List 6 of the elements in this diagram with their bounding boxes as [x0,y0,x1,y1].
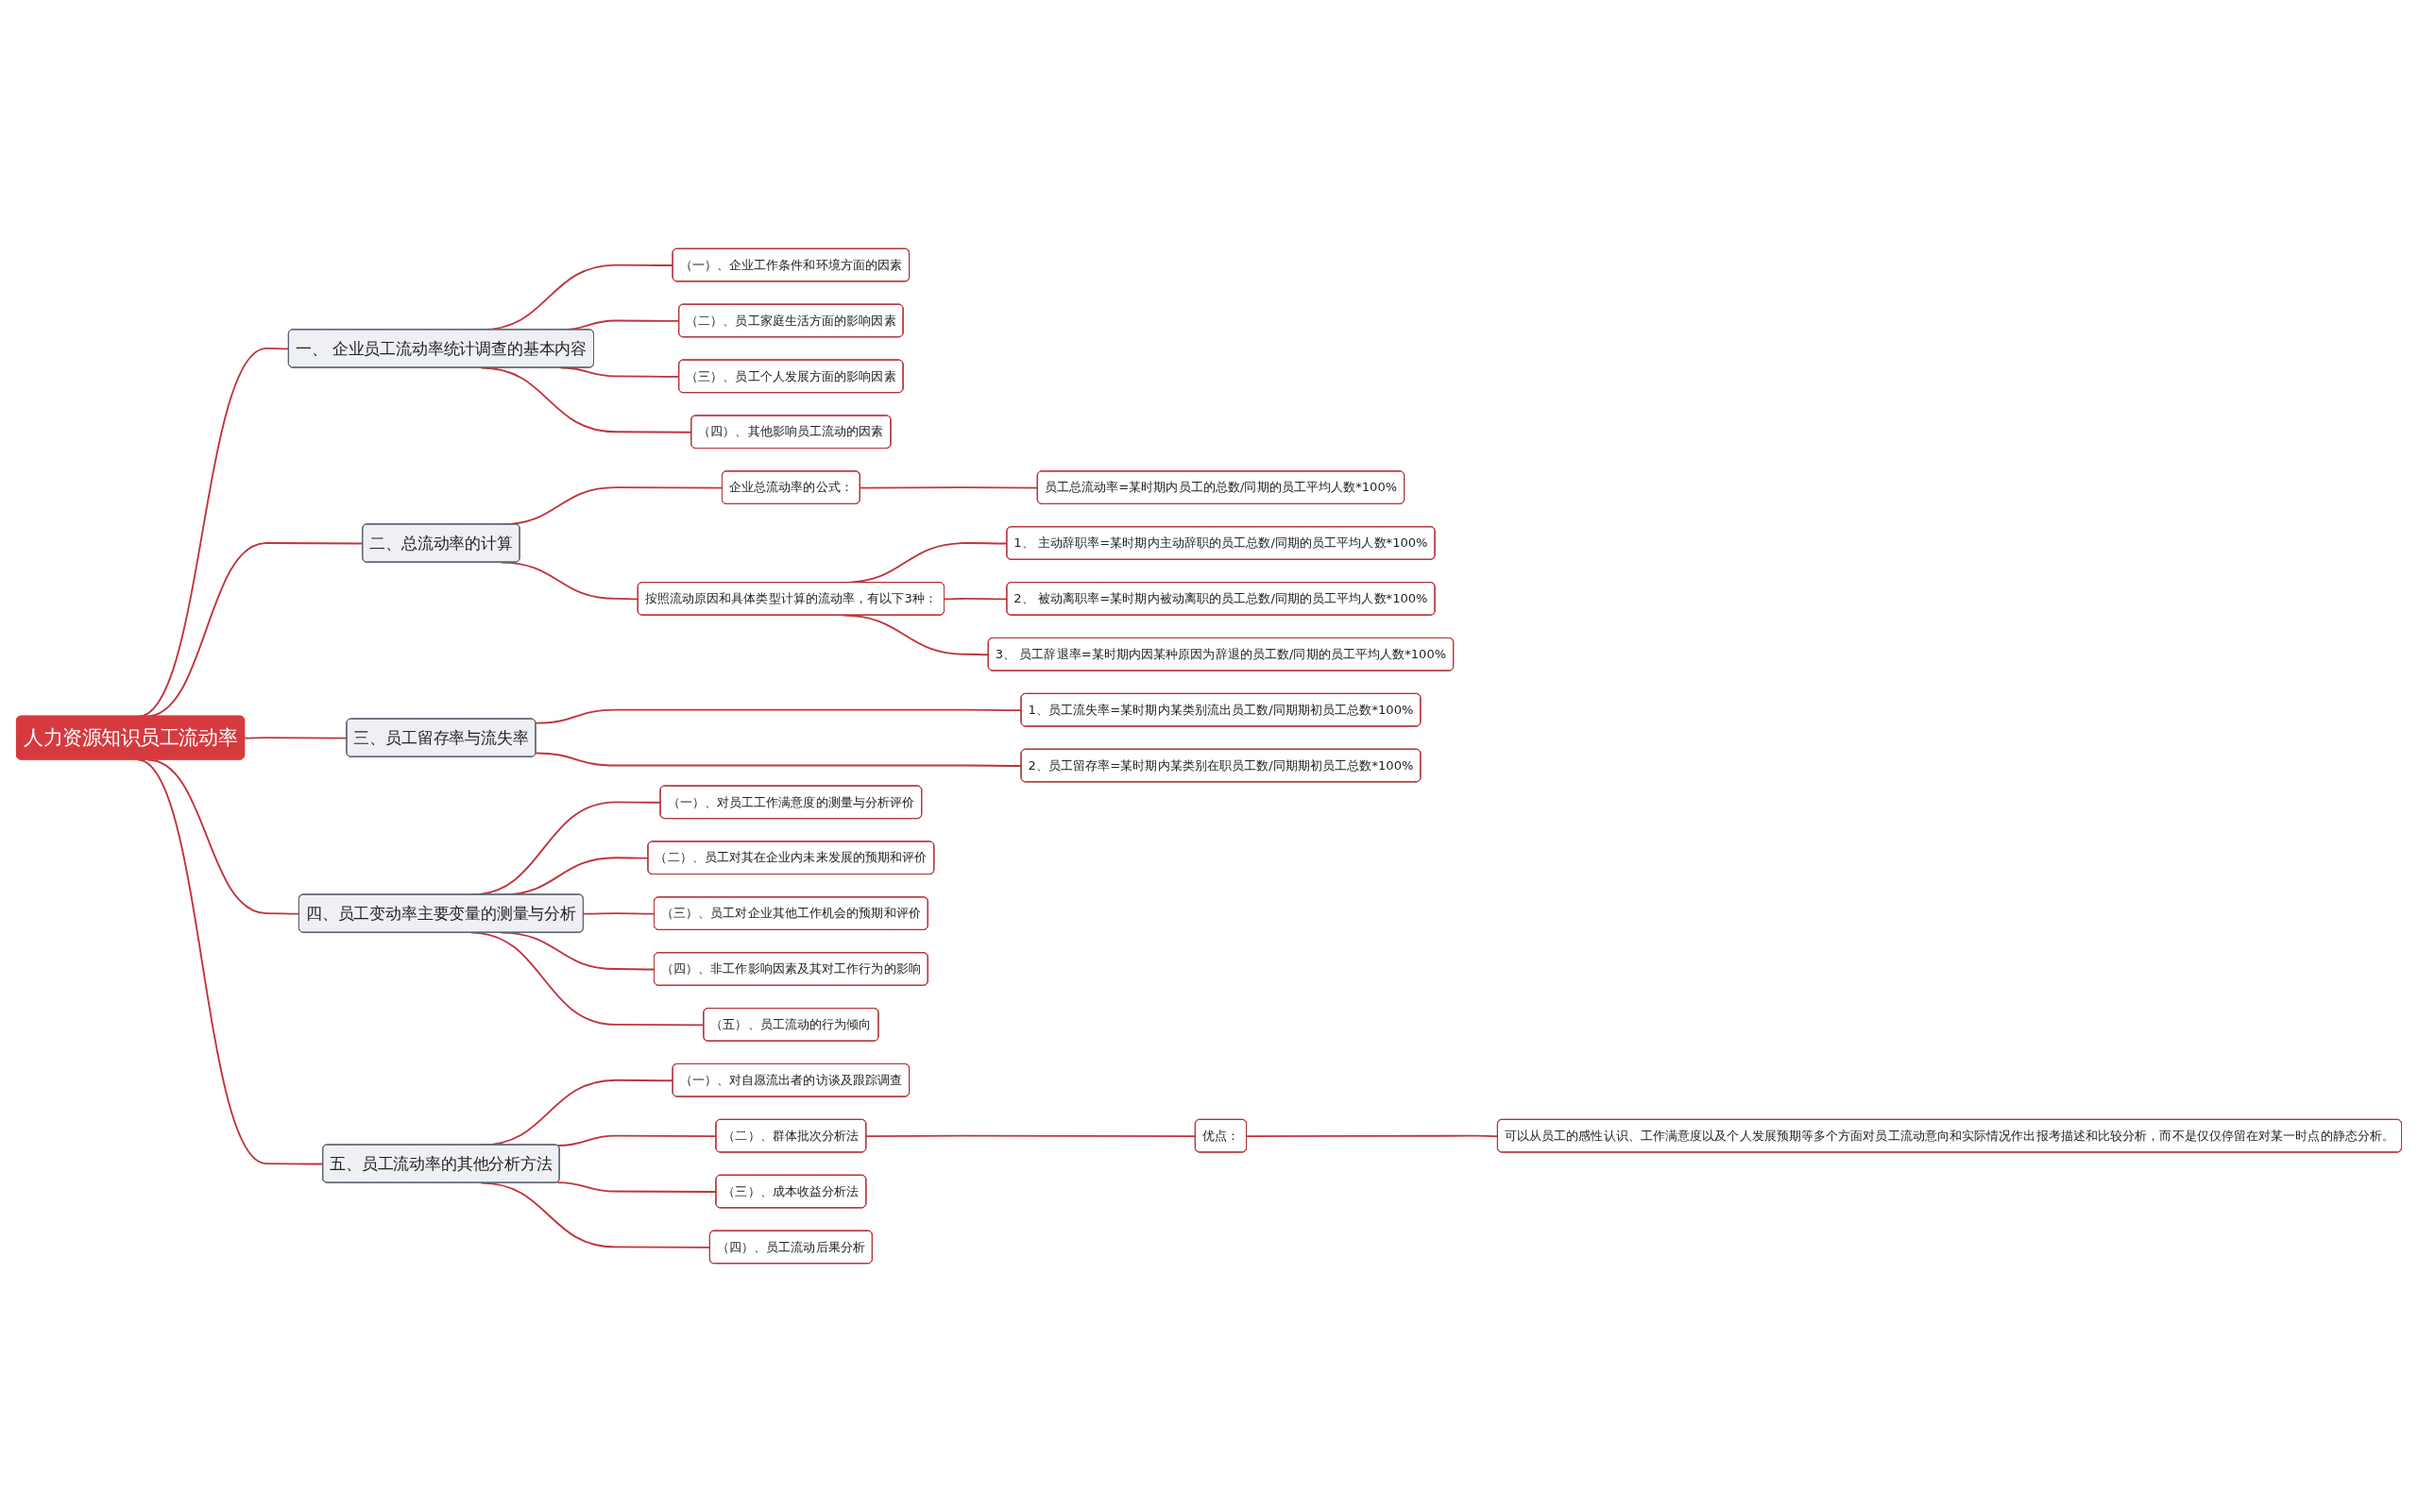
connector [582,912,656,915]
connector [535,752,1023,767]
connector [1246,1134,1499,1138]
connector [865,1134,1197,1138]
connector [859,486,1039,489]
connector [535,708,1023,724]
